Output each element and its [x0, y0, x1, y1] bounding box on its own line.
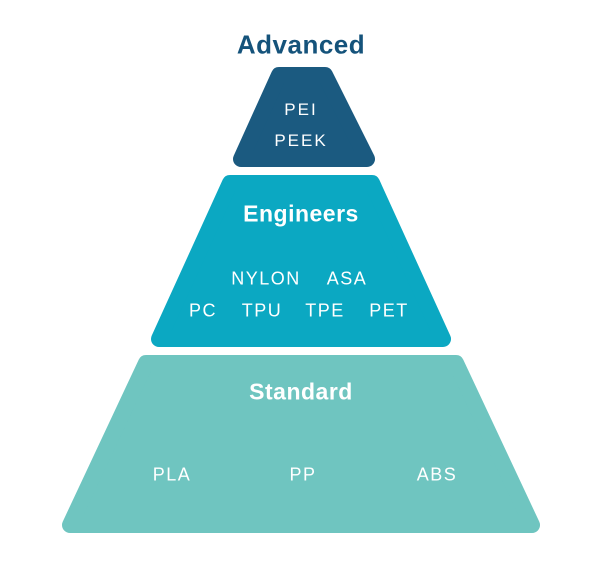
- tier-advanced-shape-border: [233, 67, 375, 167]
- material-pla: PLA: [152, 464, 192, 485]
- material-tpu: TPU: [241, 300, 283, 321]
- material-abs: ABS: [416, 464, 458, 485]
- material-pp: PP: [289, 464, 317, 485]
- tier-advanced-title: Advanced: [236, 29, 366, 60]
- material-pei: PEI: [284, 100, 318, 119]
- material-peek: PEEK: [274, 131, 328, 150]
- material-tpe: TPE: [305, 300, 345, 321]
- tier-engineers-shape-border: [151, 175, 451, 347]
- tier-standard-shape-border: [62, 355, 540, 533]
- material-pet: PET: [369, 300, 409, 321]
- tier-standard-shape: [70, 363, 532, 525]
- material-asa: ASA: [326, 268, 368, 289]
- tier-engineers-shape: [159, 183, 443, 339]
- material-nylon: NYLON: [231, 268, 301, 289]
- material-pc: PC: [188, 300, 218, 321]
- tier-standard-title: Standard: [249, 378, 353, 405]
- tier-engineers-title: Engineers: [243, 200, 359, 227]
